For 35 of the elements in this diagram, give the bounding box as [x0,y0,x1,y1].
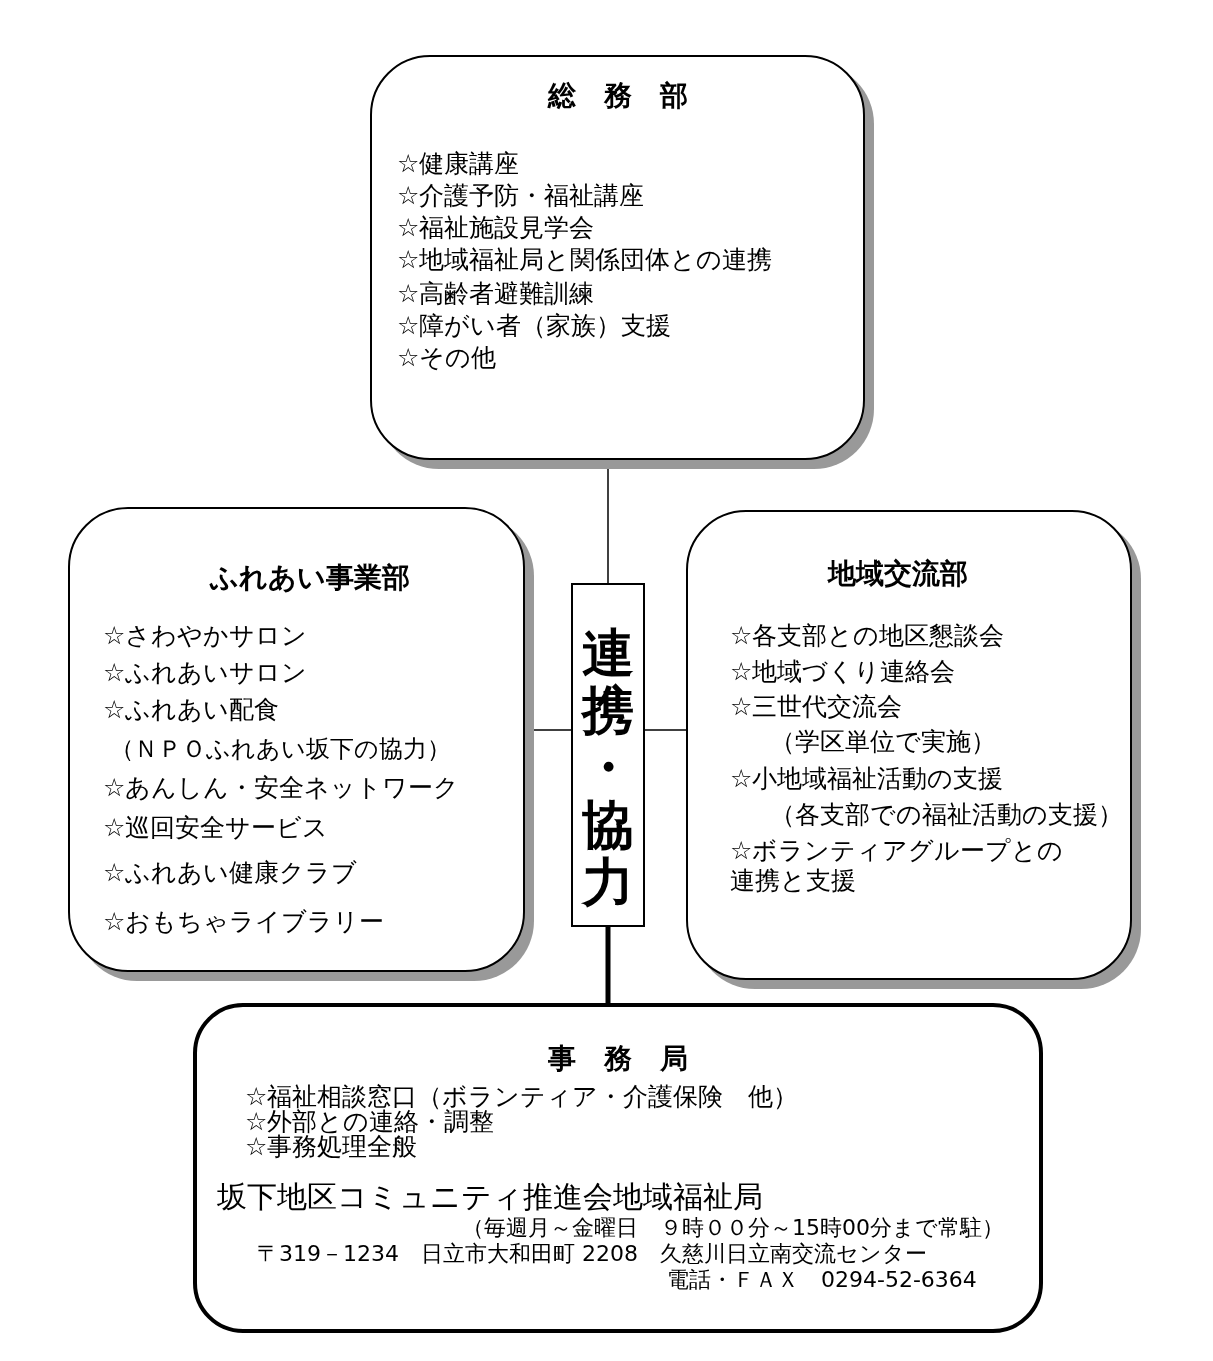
item-text: ☆おもちゃライブラリー [103,907,385,937]
item-text: ☆介護予防・福祉講座 [397,181,645,211]
heading: ふれあい事業部 [210,561,410,595]
item-text: ☆ふれあい配食 [103,695,280,725]
item-text: ☆ふれあいサロン [103,658,308,688]
item-text: （各支部での福祉活動の支援） [770,800,1123,830]
item-text: ☆高齢者避難訓練 [397,279,595,309]
item-text: 電話・ＦＡＸ 0294-52-6364 [667,1267,977,1294]
item-text: ☆巡回安全サービス [103,813,329,843]
item-text: ☆地域づくり連絡会 [730,657,956,687]
item-text: ☆健康講座 [397,149,520,179]
item-text: ☆ふれあい健康クラブ [103,858,358,888]
connector-line [605,927,611,1003]
item-text: ☆障がい者（家族）支援 [397,311,672,341]
connector-line [644,729,687,731]
heading: 連携・協力 [582,625,634,911]
heading: 事 務 局 [547,1042,689,1076]
item-text: ☆さわやかサロン [103,621,308,651]
item-text: ☆ボランティアグループとの連携と支援 [730,836,1065,896]
item-text: ☆三世代交流会 [730,692,903,722]
office-box [193,1003,1043,1333]
item-text: （ＮＰＯふれあい坂下の協力） [110,735,451,764]
heading: 地域交流部 [828,557,968,591]
item-text: ☆各支部との地区懇談会 [730,621,1005,651]
item-text: ☆あんしん・安全ネットワーク [103,773,460,803]
heading: 総 務 部 [546,79,689,113]
item-text: ☆福祉施設見学会 [397,213,595,243]
item-text: （学区単位で実施） [770,727,996,757]
item-text: （毎週月～金曜日 ９時００分～15時00分まで常駐） [462,1215,1004,1242]
item-text: 坂下地区コミュニティ推進会地域福祉局 [217,1179,763,1215]
item-text: 〒319－1234 日立市大和田町 2208 久慈川日立南交流センター [257,1241,927,1268]
item-text: ☆小地域福祉活動の支援 [730,764,1004,794]
item-text: ☆地域福祉局と関係団体との連携 [397,245,773,275]
item-text: ☆その他 [397,343,497,373]
label-box [571,583,645,927]
